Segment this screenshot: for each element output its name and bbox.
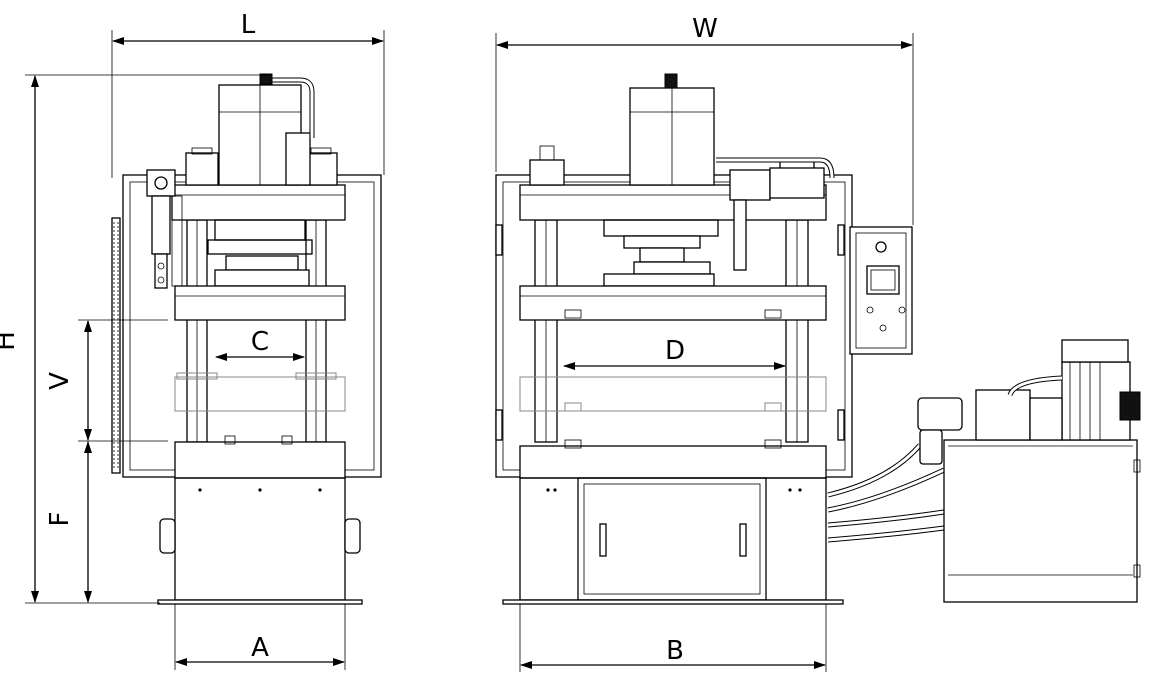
side-view [111, 73, 382, 605]
dim-label-v: V [45, 372, 75, 390]
dim-label-d: D [665, 336, 685, 366]
dimension-lines [25, 30, 914, 672]
dim-label-a: A [251, 633, 269, 663]
dim-label-c: C [251, 327, 269, 357]
hydraulic-unit [827, 339, 1141, 603]
dim-label-h: H [0, 331, 21, 351]
dim-label-l: L [241, 10, 256, 40]
dim-label-w: W [692, 14, 718, 44]
dim-label-b: B [666, 636, 684, 666]
front-view [495, 73, 913, 605]
dim-label-f: F [45, 512, 75, 527]
